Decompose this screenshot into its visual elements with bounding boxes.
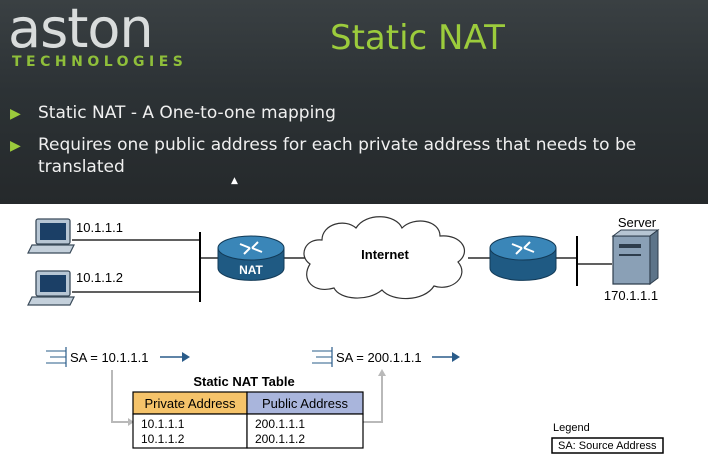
table-header-public: Public Address (262, 396, 348, 411)
bullet-arrow-icon: ▶ (10, 106, 21, 122)
bullet-text: Static NAT - A One-to-one mapping (38, 103, 336, 123)
legend-box (551, 437, 664, 454)
nat-router-icon (217, 235, 285, 281)
logo-subtitle: TECHNOLOGIES (12, 54, 188, 70)
packet-right-label: SA = 200.1.1.1 (336, 350, 422, 365)
private-address-column (132, 413, 248, 449)
legend-text: SA: Source Address (558, 440, 657, 452)
bullet-list: ▶ Static NAT - A One-to-one mapping ▶ Re… (10, 102, 700, 187)
nat-table-title: Static NAT Table (193, 374, 294, 389)
pc-2-icon (27, 270, 75, 306)
isp-router-icon (489, 235, 557, 281)
packet-right (312, 347, 460, 367)
logo-wordmark: aston (8, 0, 154, 60)
packet-left (46, 347, 190, 367)
bullet-arrow-icon: ▶ (10, 138, 21, 154)
nat-router-label: NAT (239, 263, 263, 277)
table-cell: 200.1.1.2 (255, 432, 305, 446)
nat-diagram-panel: 10.1.1.1 10.1.1.2 NAT Internet (0, 204, 708, 458)
pc-1-icon (27, 218, 75, 254)
server-ip: 170.1.1.1 (604, 288, 658, 303)
lookup-arrow (111, 370, 128, 423)
server-label: Server (618, 215, 657, 230)
table-header-private: Private Address (144, 396, 236, 411)
packet-left-label: SA = 10.1.1.1 (70, 350, 148, 365)
nat-diagram: 10.1.1.1 10.1.1.2 NAT Internet (27, 215, 664, 454)
internet-label: Internet (361, 247, 409, 262)
mouse-cursor-icon: ▲ (231, 176, 238, 186)
slide-title: Static NAT (330, 18, 505, 58)
slide-header: aston TECHNOLOGIES Static NAT ▶ Static N… (0, 0, 708, 204)
bullet-text: Requires one public address for each pri… (38, 135, 637, 177)
table-cell: 200.1.1.1 (255, 417, 305, 431)
legend-title: Legend (553, 422, 590, 434)
table-cell: 10.1.1.1 (141, 417, 185, 431)
host-1-ip: 10.1.1.1 (76, 220, 123, 235)
host-2-ip: 10.1.1.2 (76, 270, 123, 285)
bullet-item: ▶ Static NAT - A One-to-one mapping (10, 102, 700, 125)
internet-cloud-icon (303, 216, 465, 300)
bullet-item: ▶ Requires one public address for each p… (10, 134, 700, 178)
table-cell: 10.1.1.2 (141, 432, 185, 446)
server-icon (611, 229, 660, 285)
public-address-column (246, 413, 364, 449)
